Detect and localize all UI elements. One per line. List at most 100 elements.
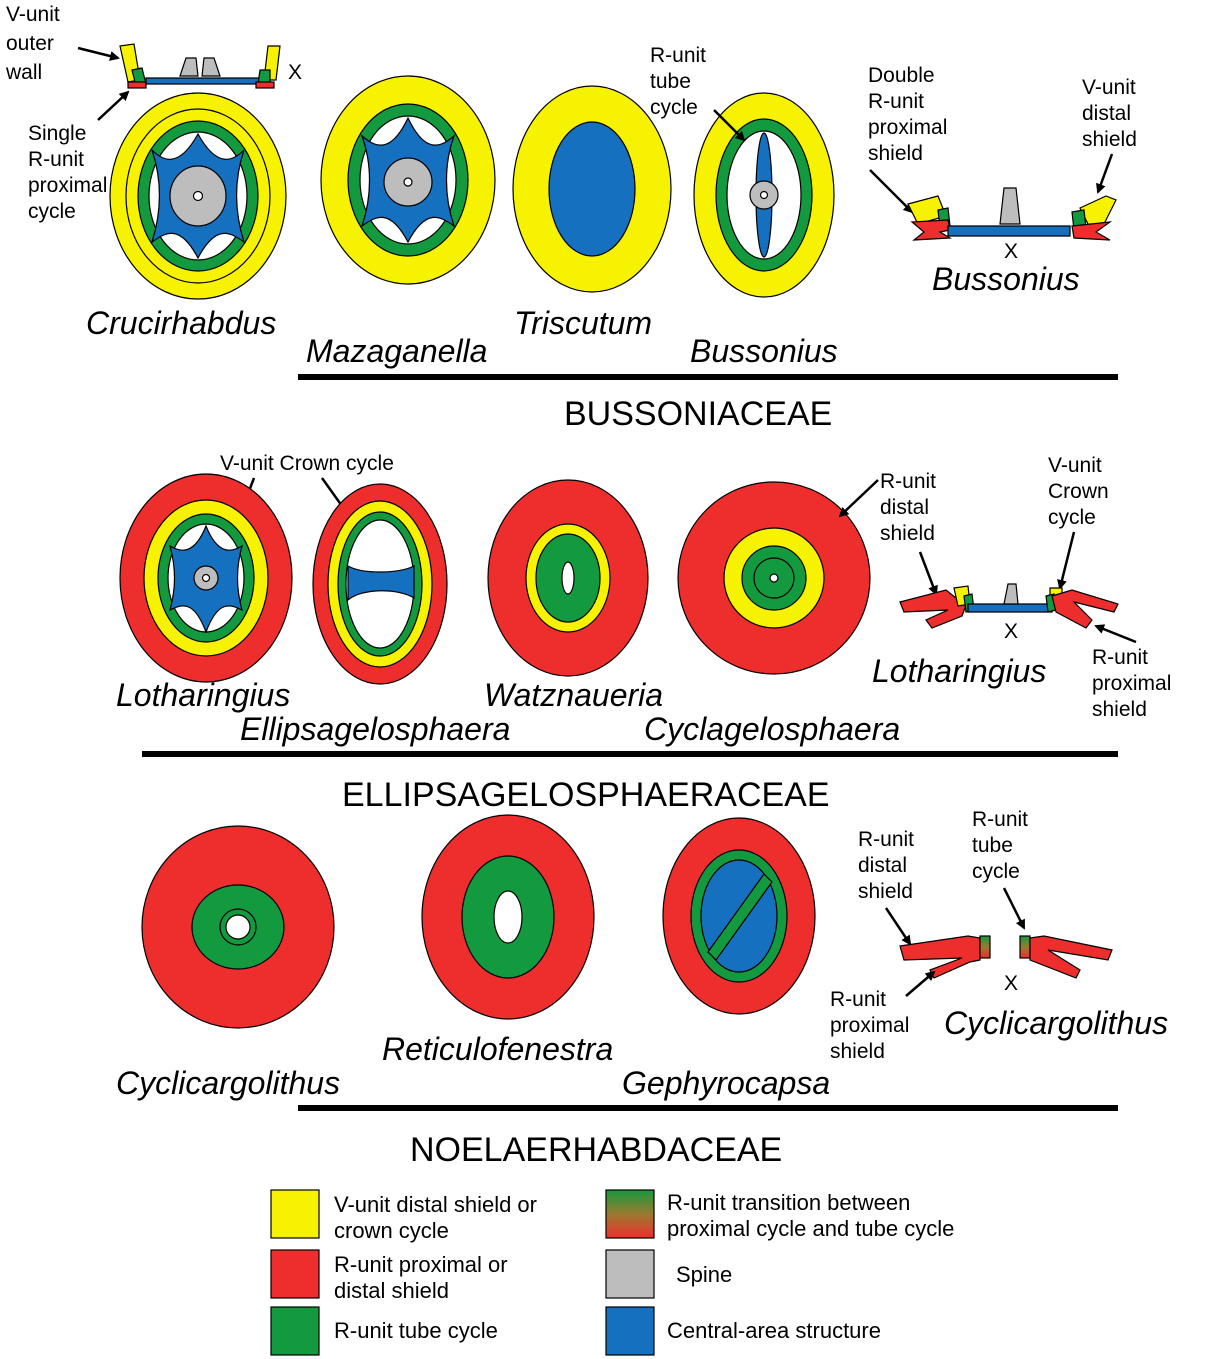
r2-distal-line-3: shield <box>880 522 935 545</box>
r2-distal-line-1: R-unit <box>880 470 936 493</box>
single-runit-line-2: R-unit <box>28 148 84 171</box>
legend-swatch-transition <box>606 1190 654 1238</box>
family-ellipsagelosphaeraceae: ELLIPSAGELOSPHAERACEAE <box>342 776 830 814</box>
bussonius-coccolith <box>694 93 834 297</box>
legend-runit-proximal-line-2: distal shield <box>334 1278 449 1303</box>
r3-tube-line-2: tube <box>972 834 1013 857</box>
genus-bussonius-section: Bussonius <box>932 261 1080 297</box>
single-runit-proximal-label: Single R-unit proximal cycle <box>28 122 107 223</box>
legend-swatch-red <box>271 1250 319 1298</box>
family-bussoniaceae: BUSSONIACEAE <box>564 395 832 433</box>
runit-tube-cycle-label-row3: R-unit tube cycle <box>972 808 1028 883</box>
genus-watznaueria: Watznaueria <box>484 677 663 713</box>
arrow-runit-proximal-shield-row2 <box>1096 626 1136 642</box>
cyclicargolithus-coccolith <box>142 826 334 1028</box>
runit-proximal-shield-label-row2: R-unit proximal shield <box>1092 646 1171 721</box>
tube-cycle-line-2: tube <box>650 70 691 93</box>
genus-cyclagelosphaera: Cyclagelosphaera <box>644 711 900 747</box>
genus-reticulofenestra: Reticulofenestra <box>382 1031 613 1067</box>
vunit-distal-line-1: V-unit <box>1082 76 1136 99</box>
runit-distal-shield-label-row3: R-unit distal shield <box>858 828 914 903</box>
genus-ellipsagelosphaera: Ellipsagelosphaera <box>240 711 510 747</box>
arrow-vunit-distal-shield <box>1098 154 1112 192</box>
genus-gephyrocapsa: Gephyrocapsa <box>622 1065 830 1101</box>
tube-cycle-line-3: cycle <box>650 96 698 119</box>
arrow-runit-distal-shield-section <box>920 552 936 594</box>
arrow-runit-tube-cycle-row3 <box>1004 888 1024 928</box>
r2-distal-line-2: distal <box>880 496 929 519</box>
double-runit-line-1: Double <box>868 64 935 87</box>
r3-tube-line-1: R-unit <box>972 808 1028 831</box>
divider-bussoniaceae <box>298 374 1118 380</box>
r3-tube-line-3: cycle <box>972 860 1020 883</box>
r2-proximal-line-2: proximal <box>1092 672 1171 695</box>
double-runit-proximal-label: Double R-unit proximal shield <box>868 64 947 165</box>
runit-proximal-shield-label-row3: R-unit proximal shield <box>830 988 909 1063</box>
r3-proximal-line-1: R-unit <box>830 988 886 1011</box>
legend-swatch-yellow <box>271 1190 319 1238</box>
arrow-vunit-outer-wall <box>78 48 118 58</box>
r2-crown-line-2: Crown <box>1048 480 1109 503</box>
crucirhabdus-coccolith <box>110 93 286 299</box>
triscutum-coccolith <box>513 86 671 292</box>
genus-bussonius: Bussonius <box>690 333 838 369</box>
watznaueria-coccolith <box>488 480 648 676</box>
r2-proximal-line-1: R-unit <box>1092 646 1148 669</box>
legend-vunit-line-2: crown cycle <box>334 1218 449 1243</box>
genus-triscutum: Triscutum <box>514 305 652 341</box>
legend-central-area: Central-area structure <box>667 1318 881 1343</box>
r3-proximal-line-3: shield <box>830 1040 885 1063</box>
runit-distal-shield-label-row2: R-unit distal shield <box>880 470 936 545</box>
double-runit-line-4: shield <box>868 142 923 165</box>
legend-spine: Spine <box>676 1262 732 1287</box>
genus-cyclicargolithus-section: Cyclicargolithus <box>944 1005 1168 1041</box>
double-runit-line-3: proximal <box>868 116 947 139</box>
vunit-distal-line-2: distal <box>1082 102 1131 125</box>
arrow-runit-proximal-shield-row3 <box>906 972 934 996</box>
vunit-crown-cycle-label: V-unit Crown cycle <box>220 452 394 475</box>
legend: V-unit distal shield or crown cycle R-un… <box>271 1190 954 1355</box>
vunit-outer-wall-label: V-unit outer wall <box>5 3 60 84</box>
legend-vunit-line-1: V-unit distal shield or <box>334 1192 537 1217</box>
genus-lotharingius-section: Lotharingius <box>872 653 1046 689</box>
r2-proximal-line-3: shield <box>1092 698 1147 721</box>
single-runit-line-1: Single <box>28 122 86 145</box>
genus-cyclicargolithus: Cyclicargolithus <box>116 1065 340 1101</box>
r3-distal-line-2: distal <box>858 854 907 877</box>
genus-crucirhabdus: Crucirhabdus <box>86 305 276 341</box>
reticulofenestra-coccolith <box>422 815 594 1019</box>
cyclagelosphaera-coccolith <box>678 482 870 674</box>
divider-noelaerhabdaceae <box>298 1105 1118 1111</box>
gephyrocapsa-coccolith <box>663 818 815 1014</box>
lotharingius-coccolith <box>120 474 292 682</box>
runit-tube-cycle-label-row1: R-unit tube cycle <box>650 44 706 119</box>
mazaganella-coccolith <box>321 76 495 284</box>
vunit-distal-line-3: shield <box>1082 128 1137 151</box>
legend-swatch-blue <box>606 1307 654 1355</box>
ellipsagelosphaera-coccolith <box>313 484 447 684</box>
x-mark-bussonius: X <box>1004 240 1018 263</box>
x-mark-cyclicargolithus: X <box>1004 972 1018 995</box>
r2-crown-line-1: V-unit <box>1048 454 1102 477</box>
double-runit-line-2: R-unit <box>868 90 924 113</box>
legend-swatch-gray <box>606 1250 654 1298</box>
single-runit-line-4: cycle <box>28 200 76 223</box>
tube-cycle-line-1: R-unit <box>650 44 706 67</box>
r3-proximal-line-2: proximal <box>830 1014 909 1037</box>
arrow-double-runit-proximal <box>870 170 912 212</box>
x-mark-lotharingius: X <box>1004 620 1018 643</box>
single-runit-line-3: proximal <box>28 174 107 197</box>
divider-ellipsagelosphaeraceae <box>142 751 1118 757</box>
vunit-outer-wall-line-1: V-unit <box>6 3 60 26</box>
legend-transition-line-2: proximal cycle and tube cycle <box>667 1216 954 1241</box>
legend-runit-proximal-line-1: R-unit proximal or <box>334 1252 508 1277</box>
arrow-vunit-crown-right <box>1060 532 1074 588</box>
genus-lotharingius: Lotharingius <box>116 677 290 713</box>
r2-crown-line-3: cycle <box>1048 506 1096 529</box>
legend-swatch-green <box>271 1307 319 1355</box>
family-noelaerhabdaceae: NOELAERHABDACEAE <box>410 1131 782 1169</box>
vunit-outer-wall-line-3: wall <box>5 61 42 84</box>
arrow-runit-distal-shield-row2 <box>840 480 878 516</box>
bussonius-section <box>908 188 1116 240</box>
legend-transition-line-1: R-unit transition between <box>667 1190 910 1215</box>
